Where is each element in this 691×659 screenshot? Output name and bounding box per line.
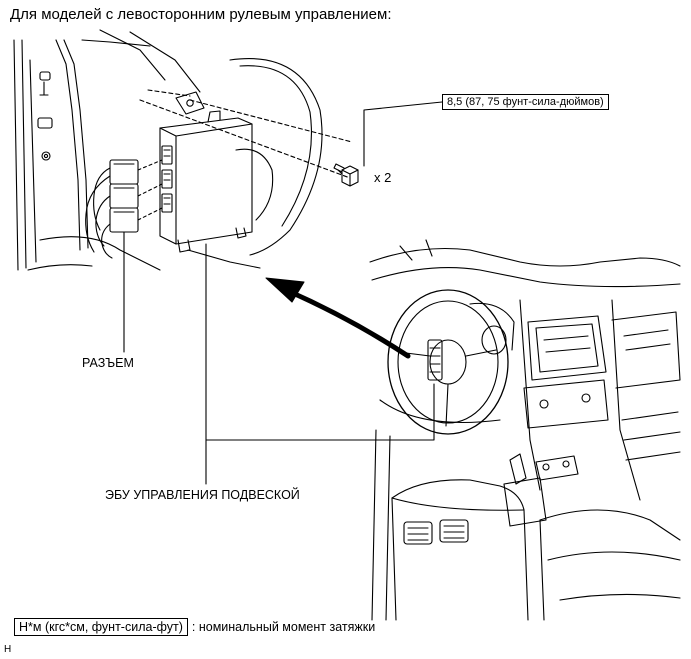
ecu-leader-line [205, 243, 435, 485]
vehicle-interior-drawing [369, 239, 681, 621]
torque-legend: Н*м (кгс*см, фунт-сила-фут) : номинальны… [14, 618, 375, 636]
body-panel-drawing [13, 29, 353, 271]
torque-spec-box: 8,5 (87, 75 фунт-сила-дюймов) [442, 94, 609, 110]
corner-mark: H [4, 644, 12, 655]
connector-label: РАЗЪЕМ [82, 356, 134, 370]
legend-units-box: Н*м (кгс*см, фунт-сила-фут) [14, 618, 188, 636]
suspension-ecu-drawing [159, 110, 253, 253]
legend-description: : номинальный момент затяжки [191, 620, 376, 634]
bolt-drawing [333, 163, 359, 187]
torque-leader-line [363, 101, 443, 167]
page-title: Для моделей с левосторонним рулевым упра… [10, 6, 392, 23]
bolt-quantity: x 2 [374, 170, 392, 185]
location-arrow [265, 277, 411, 359]
wire-harness-connector-drawing [85, 159, 163, 259]
ecu-label: ЭБУ УПРАВЛЕНИЯ ПОДВЕСКОЙ [105, 488, 300, 502]
